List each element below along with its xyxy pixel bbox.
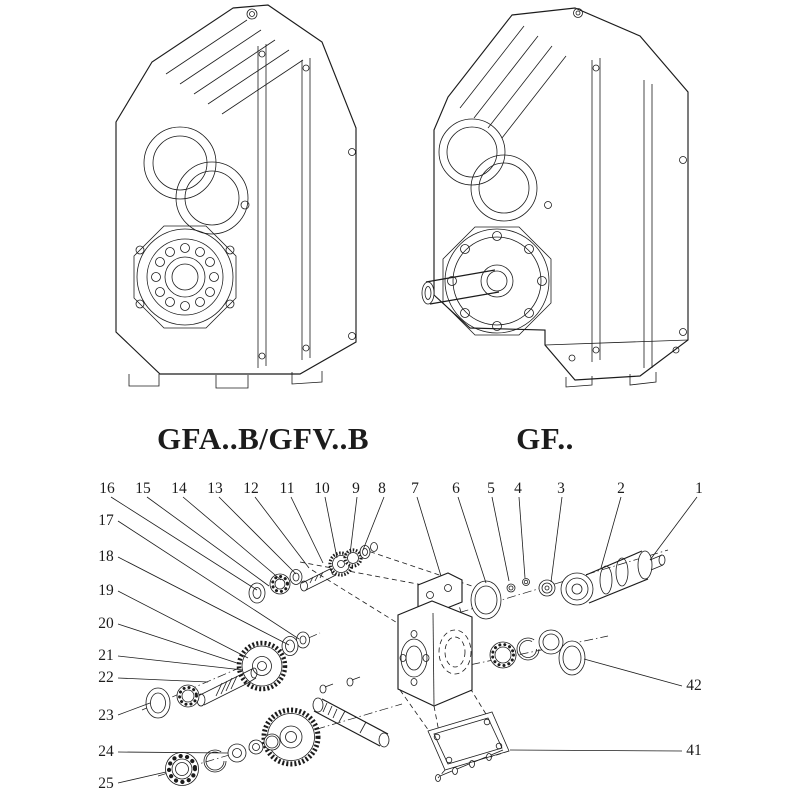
output-flange xyxy=(442,226,552,336)
part-snap-ring xyxy=(516,637,540,661)
callout-4: 4 xyxy=(514,480,522,497)
callout-42: 42 xyxy=(686,677,702,694)
callout-7: 7 xyxy=(411,480,419,497)
callout-13: 13 xyxy=(207,480,223,497)
callout-6: 6 xyxy=(452,480,460,497)
gearbox-drawing-gfab xyxy=(115,4,357,389)
part-output-bearing xyxy=(489,641,517,669)
callout-8: 8 xyxy=(378,480,386,497)
callout-21: 21 xyxy=(98,647,114,664)
eye-bolt-hole xyxy=(246,8,258,20)
model-label-gf: GF.. xyxy=(516,421,574,456)
callout-41: 41 xyxy=(686,742,702,759)
part-oil-seal xyxy=(538,629,564,655)
callout-12: 12 xyxy=(243,480,259,497)
part-motor xyxy=(560,550,666,606)
callout-17: 17 xyxy=(98,512,114,529)
cooling-fins xyxy=(459,25,567,139)
callout-14: 14 xyxy=(171,480,187,497)
callout-18: 18 xyxy=(98,548,114,565)
gear-bores xyxy=(438,118,538,222)
output-bearing-boss xyxy=(133,225,237,329)
callout-24: 24 xyxy=(98,743,114,760)
callout-2: 2 xyxy=(617,480,625,497)
part-cover-ring xyxy=(558,640,586,676)
callout-5: 5 xyxy=(487,480,495,497)
part-gasket xyxy=(427,711,510,771)
callout-16: 16 xyxy=(99,480,115,497)
gearbox-drawing-gf xyxy=(421,7,689,388)
eye-bolt-hole xyxy=(573,8,583,18)
callout-15: 15 xyxy=(135,480,151,497)
callout-3: 3 xyxy=(557,480,565,497)
part-output-gear-set xyxy=(165,676,390,786)
part-housing xyxy=(397,572,473,707)
callout-25: 25 xyxy=(98,775,114,792)
output-shaft xyxy=(421,269,500,305)
model-label-gfab: GFA..B/GFV..B xyxy=(156,421,370,456)
part-intermediate-gear-set xyxy=(145,631,310,719)
leader-lines xyxy=(110,496,698,784)
callout-1: 1 xyxy=(695,480,703,497)
part-small-fasteners xyxy=(506,578,556,597)
exploded-diagram xyxy=(141,542,669,786)
cooling-fins xyxy=(165,19,304,115)
callout-11: 11 xyxy=(279,480,295,497)
part-input-pinion-set xyxy=(248,542,378,604)
callout-19: 19 xyxy=(98,582,114,599)
callout-10: 10 xyxy=(314,480,330,497)
part-seal-ring xyxy=(470,580,502,620)
callout-23: 23 xyxy=(98,707,114,724)
part-bolts xyxy=(435,749,504,782)
gear-bores xyxy=(143,126,250,235)
callout-9: 9 xyxy=(352,480,360,497)
callout-22: 22 xyxy=(98,669,114,686)
callout-20: 20 xyxy=(98,615,114,632)
